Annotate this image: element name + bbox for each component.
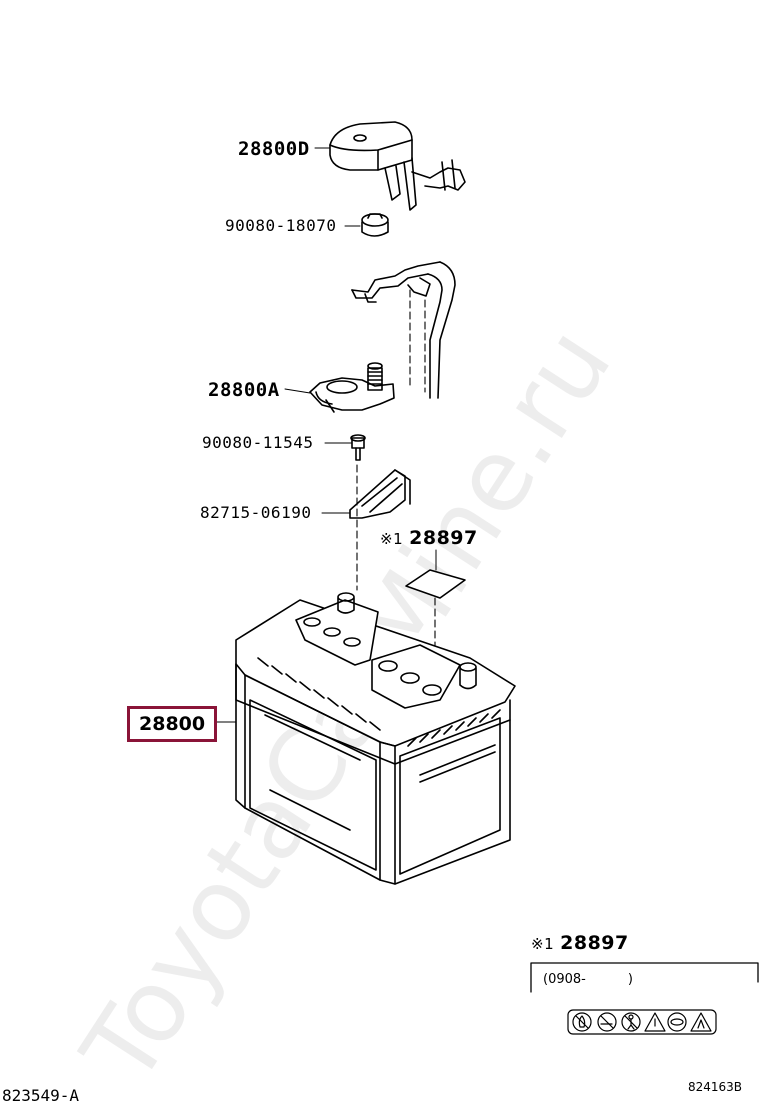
explosive-gas-icon [690,1012,712,1032]
note-mark: ※1 [531,935,555,953]
note-frame [530,962,759,993]
callout-90080-11545[interactable]: 90080-11545 [202,433,314,452]
callout-28897-number: 28897 [409,527,478,549]
diagram-id-right: 824163B [688,1080,743,1094]
caution-triangle-icon [644,1012,666,1032]
note-range-start: (0908- [543,972,586,987]
battery-28800 [235,592,516,885]
clip-82715-06190 [349,469,411,519]
no-flame-icon [572,1012,592,1032]
note-range-close: ) [627,972,633,987]
leader-lines [214,147,437,723]
callout-28800d[interactable]: 28800D [238,138,310,160]
callout-82715-06190[interactable]: 82715-06190 [200,503,312,522]
callout-28800a[interactable]: 28800A [208,379,280,401]
warning-label-28897 [405,569,466,599]
assembly-lines [356,289,436,661]
label-icon-strip [567,1009,717,1035]
callout-28897[interactable]: ※1 28897 [380,527,478,549]
bolt-90080-11545 [350,434,366,461]
note-date-range: (0908-) [543,972,633,987]
nut-90080-18070 [361,213,389,237]
eye-protection-icon [667,1012,687,1032]
keep-away-children-icon [621,1012,641,1032]
callout-28800-highlighted[interactable]: 28800 [127,706,218,742]
reference-mark: ※1 [380,530,404,548]
note-heading: ※1 28897 [531,932,629,954]
diagram-id-left: 823549-A [2,1086,80,1105]
no-smoking-icon [597,1012,617,1032]
terminal-clamp-28800a [309,362,395,413]
terminal-cover-28800d [329,121,466,211]
note-part-number: 28897 [560,932,629,954]
positive-cable [351,261,456,399]
callout-90080-18070[interactable]: 90080-18070 [225,216,337,235]
